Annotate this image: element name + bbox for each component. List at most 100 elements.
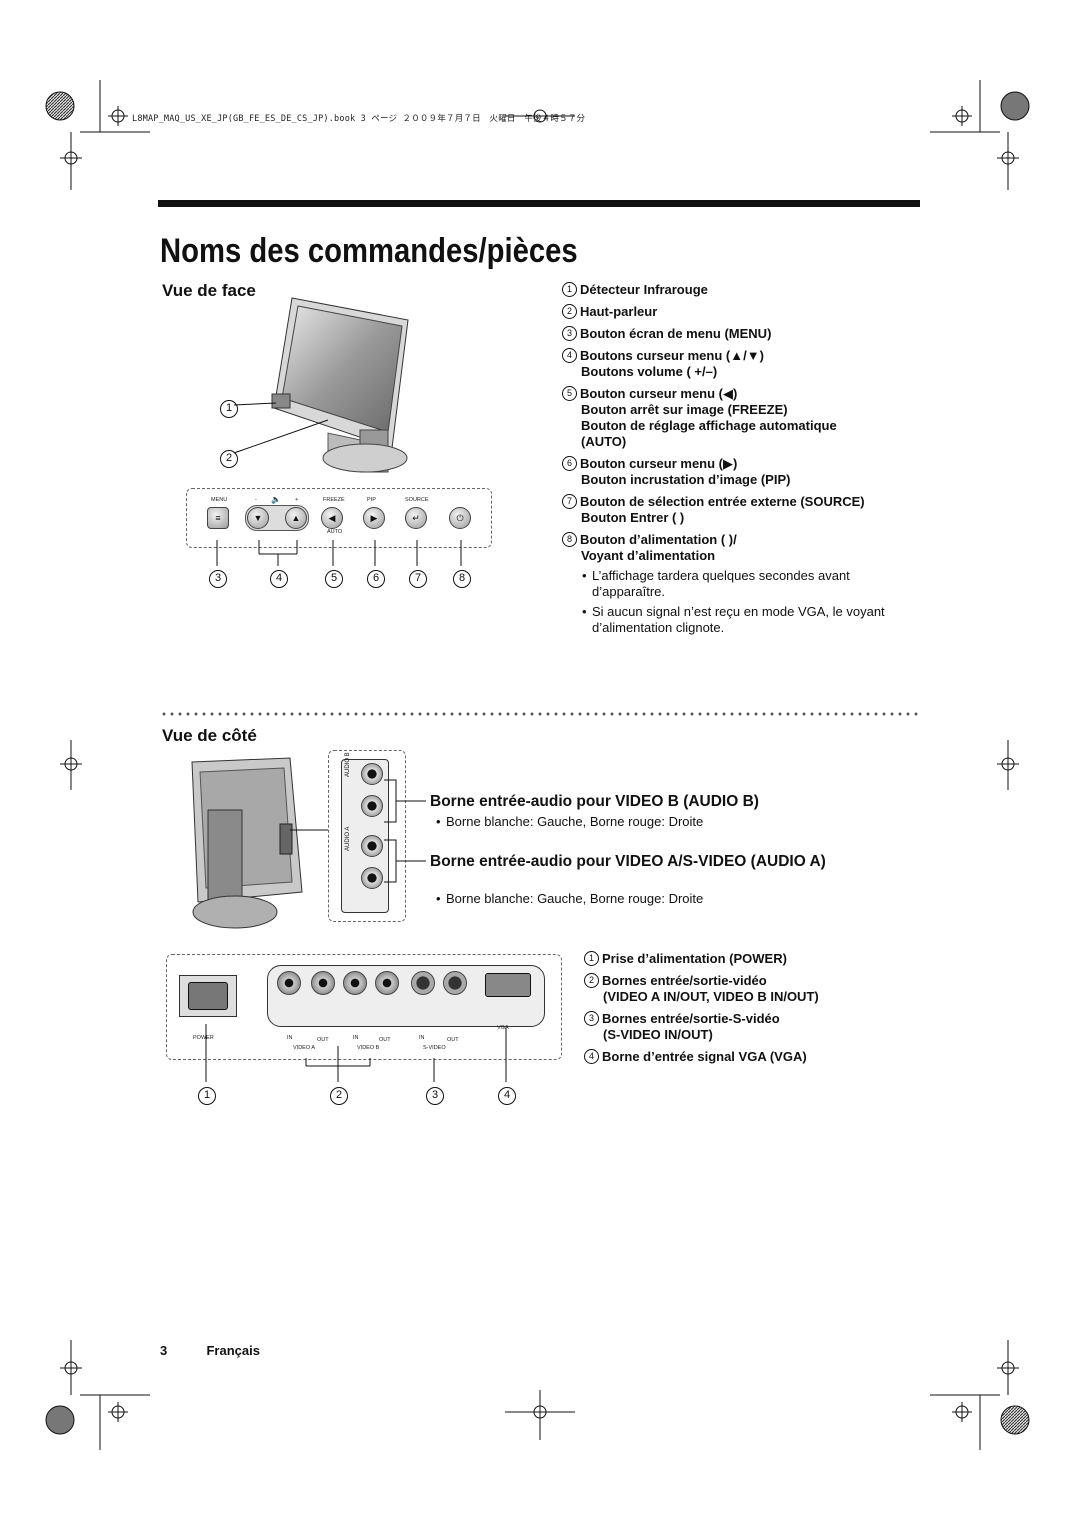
audio-b-jack-label: AUDIO B (345, 752, 351, 777)
svideo-in-label: IN (419, 1035, 425, 1041)
volume-icon: 🔈 (271, 495, 281, 504)
vga-port[interactable] (485, 973, 531, 997)
left-button[interactable]: ◀ (321, 507, 343, 529)
svideo-label: S-VIDEO (423, 1045, 446, 1051)
callout-1: 1 (220, 396, 241, 418)
audio-a-jack-label: AUDIO A (345, 826, 351, 851)
rear-callout-2: 2 (330, 1083, 351, 1105)
rear-item-3-line-2: (S-VIDEO IN/OUT) (603, 1027, 713, 1042)
side-leader-line (290, 829, 328, 831)
source-enter-button[interactable]: ↵ (405, 507, 427, 529)
page-footer: 3 Français (160, 1343, 260, 1358)
front-button-panel: MENU - 🔈 + FREEZE PIP SOURCE AUTO ≡ ▼ ▲ … (186, 488, 492, 548)
front-bullet-1: L’affichage tardera quelques secondes av… (562, 568, 922, 600)
video-a-out-jack[interactable] (311, 971, 335, 995)
front-view-heading: Vue de face (162, 281, 256, 300)
rear-leader-lines (205, 1024, 507, 1082)
video-a-in-label: IN (287, 1035, 293, 1041)
rear-callout-3: 3 (426, 1083, 447, 1105)
audio-jack-panel: AUDIO B AUDIO A (328, 750, 406, 922)
audio-b-right-jack[interactable] (361, 795, 383, 817)
video-b-in-jack[interactable] (343, 971, 367, 995)
svideo-out-label: OUT (447, 1037, 459, 1043)
footer-language: Français (206, 1343, 260, 1358)
video-b-in-label: IN (353, 1035, 359, 1041)
front-item-4-line-2: Boutons volume ( +/–) (581, 364, 718, 379)
rear-callout-1: 1 (198, 1083, 219, 1105)
audio-bracket-lines (384, 779, 426, 883)
front-item-5-line-2: Bouton arrêt sur image (FREEZE) (581, 402, 788, 417)
print-header: L8MAP_MAQ_US_XE_JP(GB_FE_ES_DE_CS_JP).bo… (132, 114, 586, 124)
audio-b-note: Borne blanche: Gauche, Borne rouge: Droi… (416, 814, 1080, 830)
callout-7: 7 (409, 566, 430, 588)
menu-button[interactable]: ≡ (207, 507, 229, 529)
monitor-side-illustration (191, 757, 303, 929)
front-bullet-2: Si aucun signal n’est reçu en mode VGA, … (562, 604, 922, 636)
panel-leader-lines (216, 540, 462, 566)
page-title: Noms des commandes/pièces (160, 232, 578, 270)
monitor-front-illustration (271, 297, 409, 473)
svideo-out-jack[interactable] (443, 971, 467, 995)
video-b-label: VIDEO B (357, 1045, 380, 1051)
right-button[interactable]: ▶ (363, 507, 385, 529)
source-label: SOURCE (405, 497, 429, 503)
front-item-5-line-3: Bouton de réglage affichage automatique (581, 418, 837, 433)
side-view-heading: Vue de côté (162, 726, 257, 745)
callout-5: 5 (325, 566, 346, 588)
page-number: 3 (160, 1343, 168, 1358)
video-b-out-label: OUT (379, 1037, 391, 1043)
callout-2: 2 (220, 446, 241, 468)
title-rule (158, 200, 920, 207)
power-button[interactable]: ⏻ (449, 507, 471, 529)
audio-a-title: Borne entrée-audio pour VIDEO A/S-VIDEO … (430, 853, 826, 870)
front-item-6-line-2: Bouton incrustation d’image (PIP) (581, 472, 791, 487)
video-a-label: VIDEO A (293, 1045, 316, 1051)
power-label: POWER (193, 1035, 214, 1041)
audio-a-note: Borne blanche: Gauche, Borne rouge: Droi… (416, 891, 1080, 907)
audio-b-left-jack[interactable] (361, 763, 383, 785)
menu-label: MENU (211, 497, 228, 503)
auto-label: AUTO (327, 529, 343, 535)
front-item-5-line-4: (AUTO) (581, 434, 627, 449)
power-socket[interactable] (179, 975, 237, 1017)
down-button[interactable]: ▼ (247, 507, 269, 529)
pip-label: PIP (367, 497, 376, 503)
front-item-7-line-2: Bouton Entrer ( ) (581, 510, 685, 525)
vga-label: VGA (497, 1025, 509, 1031)
audio-a-right-jack[interactable] (361, 867, 383, 889)
video-a-in-jack[interactable] (277, 971, 301, 995)
audio-b-title: Borne entrée-audio pour VIDEO B (AUDIO B… (430, 793, 759, 810)
minus-label: - (255, 497, 257, 503)
video-a-out-label: OUT (317, 1037, 329, 1043)
callout-6: 6 (367, 566, 388, 588)
up-button[interactable]: ▲ (285, 507, 307, 529)
front-leader-lines (233, 402, 329, 454)
rear-callout-4: 4 (498, 1083, 519, 1105)
callout-4: 4 (270, 566, 291, 588)
video-b-out-jack[interactable] (375, 971, 399, 995)
front-item-8-line-2: Voyant d’alimentation (581, 548, 716, 563)
rear-item-2-line-2: (VIDEO A IN/OUT, VIDEO B IN/OUT) (603, 989, 819, 1004)
rear-connector-panel: POWER VGA IN OUT IN OUT IN OUT VIDEO A V… (166, 954, 562, 1060)
callout-8: 8 (453, 566, 474, 588)
section-separator (160, 712, 920, 716)
plus-label: + (295, 497, 299, 503)
svideo-in-jack[interactable] (411, 971, 435, 995)
callout-3: 3 (209, 566, 230, 588)
audio-a-left-jack[interactable] (361, 835, 383, 857)
